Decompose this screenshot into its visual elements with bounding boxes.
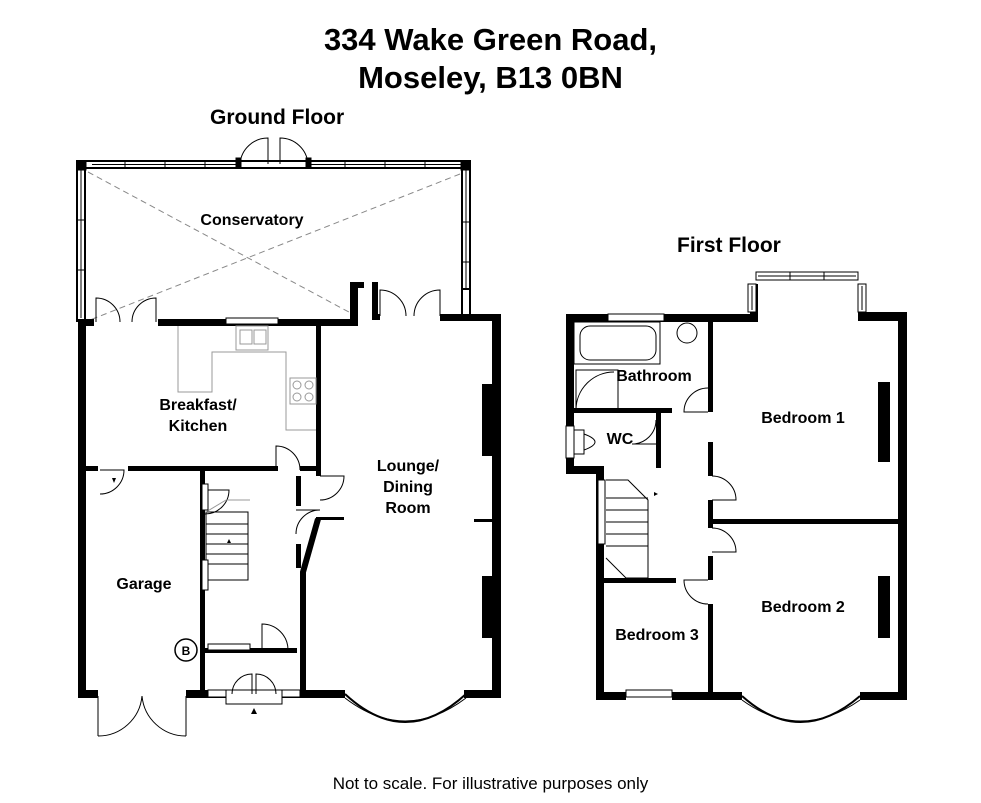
- first-floor-plan: [565, 271, 907, 723]
- bedroom2-bay-window: [741, 695, 861, 723]
- boiler-label: B: [182, 644, 191, 658]
- room-label-wc: WC: [607, 431, 634, 448]
- room-label-bathroom: Bathroom: [616, 368, 692, 385]
- ground-floor-plan: [76, 137, 501, 737]
- room-label-kitchen-1: Breakfast/: [159, 397, 237, 414]
- room-label-lounge-2: Dining: [383, 479, 433, 496]
- ground-staircase: [201, 483, 250, 591]
- room-label-bedroom1: Bedroom 1: [761, 410, 845, 427]
- disclaimer-footer: Not to scale. For illustrative purposes …: [332, 774, 649, 793]
- lounge-angled-wall: [300, 518, 321, 692]
- bathroom-fittings: [565, 313, 698, 459]
- front-door: [207, 673, 301, 705]
- room-label-lounge-1: Lounge/: [377, 458, 440, 475]
- first-floor-label: First Floor: [677, 234, 781, 257]
- lounge-bay-window: [344, 693, 467, 723]
- conservatory-frame: [76, 137, 471, 322]
- room-label-bedroom2: Bedroom 2: [761, 599, 845, 616]
- bedroom1-bay-window: [747, 271, 867, 313]
- ground-internal-doors: [99, 445, 345, 651]
- first-floor-doors: [631, 387, 737, 605]
- room-label-kitchen-2: Kitchen: [169, 418, 228, 435]
- ground-floor-walls: [78, 282, 501, 698]
- kitchen-fittings: [177, 325, 317, 431]
- room-label-bedroom3: Bedroom 3: [615, 627, 699, 644]
- first-floor-staircase: [597, 479, 649, 579]
- room-label-conservatory: Conservatory: [200, 212, 303, 229]
- conservatory-doors: [95, 289, 441, 323]
- ground-floor-label: Ground Floor: [210, 106, 345, 129]
- garage-doors: [97, 695, 187, 737]
- boiler-symbol: [174, 638, 198, 662]
- plan-title-line-2: Moseley, B13 0BN: [358, 60, 623, 95]
- room-label-garage: Garage: [116, 576, 171, 593]
- room-label-lounge-3: Room: [385, 500, 430, 517]
- plan-title-line-1: 334 Wake Green Road,: [323, 22, 658, 57]
